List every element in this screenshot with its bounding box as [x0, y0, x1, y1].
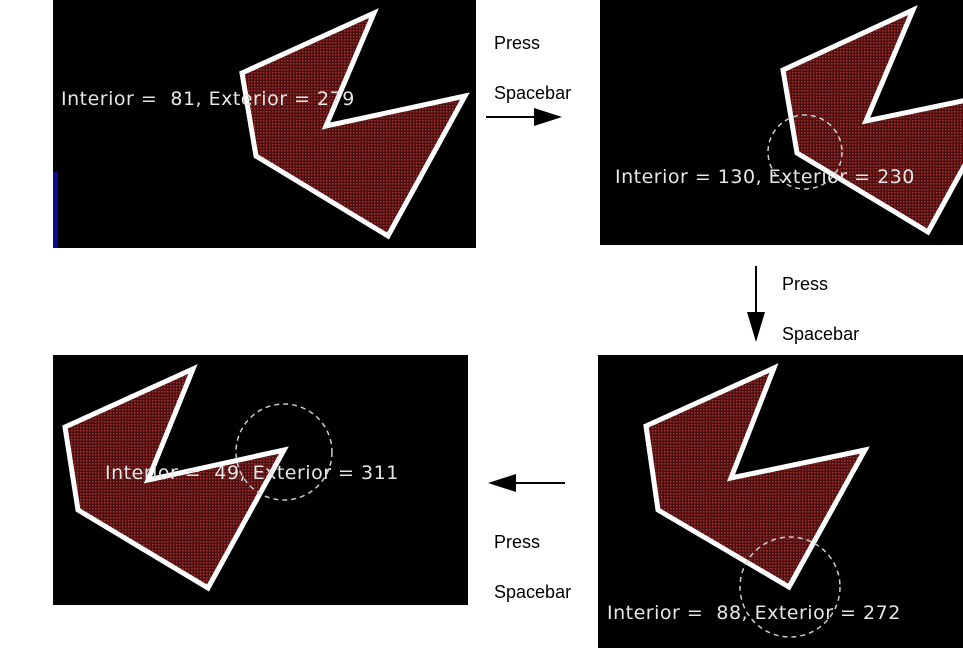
readout-step-3: Interior = 88, Exterior = 272: [607, 602, 901, 624]
polygon-shape: [780, 5, 963, 236]
probe-circle: [767, 114, 843, 190]
probe-circle: [739, 536, 841, 638]
caption-press-3: Press Spacebar: [484, 505, 571, 605]
panel-step-1-canvas: [239, 8, 470, 240]
caption-line-2: Spacebar: [494, 83, 572, 103]
panel-step-4: Interior = 49, Exterior = 311: [53, 355, 468, 605]
readout-step-1: Interior = 81, Exterior = 279: [61, 88, 355, 110]
caption-line-1: Press: [494, 532, 541, 552]
arrow-left-icon: [488, 474, 565, 492]
caption-line-1: Press: [494, 33, 541, 53]
window-edge-strip: [53, 172, 58, 248]
probe-circle: [235, 403, 333, 501]
arrow-down-icon: [747, 266, 765, 342]
panel-step-4-canvas: [62, 364, 333, 592]
caption-line-2: Spacebar: [782, 324, 860, 344]
panel-step-3: Interior = 88, Exterior = 272: [598, 355, 963, 648]
readout-step-4: Interior = 49, Exterior = 311: [105, 462, 399, 484]
readout-step-2: Interior = 130, Exterior = 230: [615, 166, 915, 188]
caption-press-2: Press Spacebar: [772, 247, 859, 347]
polygon-shape: [239, 8, 470, 240]
caption-press-1: Press Spacebar: [484, 6, 571, 106]
polygon-shape: [62, 364, 289, 592]
panel-step-3-canvas: [643, 363, 870, 638]
panel-step-1: Interior = 81, Exterior = 279: [53, 0, 476, 248]
caption-line-2: Spacebar: [494, 582, 572, 602]
panel-step-2: Interior = 130, Exterior = 230: [600, 0, 963, 245]
caption-line-1: Press: [782, 274, 829, 294]
arrow-right-icon: [486, 108, 562, 126]
polygon-shape: [643, 363, 870, 591]
panel-step-2-canvas: [767, 5, 963, 236]
